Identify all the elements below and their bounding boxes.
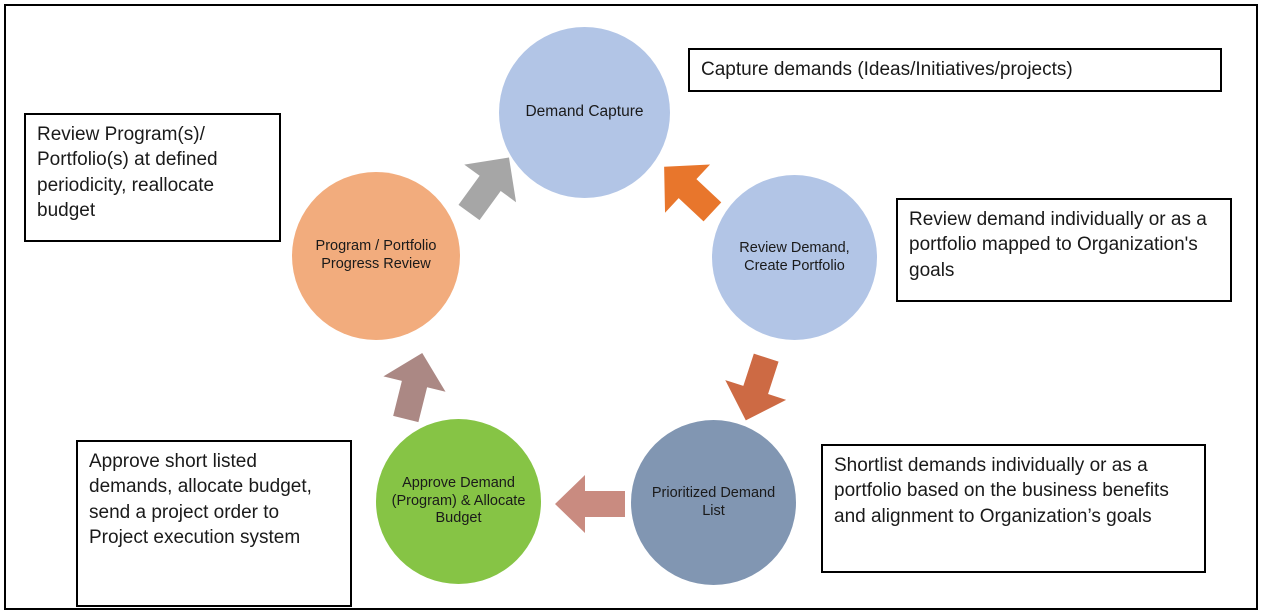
node-prioritized-demand-list[interactable]: Prioritized Demand List: [631, 420, 796, 585]
callout-program-portfolio-review: Review Program(s)/ Portfolio(s) at defin…: [24, 113, 281, 242]
node-review-demand-label: Review Demand, Create Portfolio: [739, 239, 850, 274]
callout-review-demand: Review demand individually or as a portf…: [896, 198, 1232, 302]
node-approve-demand-label: Approve Demand (Program) & Allocate Budg…: [391, 474, 526, 527]
node-program-portfolio-progress-review-label: Program / Portfolio Progress Review: [315, 238, 437, 272]
node-demand-capture[interactable]: Demand Capture: [499, 27, 670, 198]
arrow-capture-to-review: [664, 164, 722, 222]
node-demand-capture-label: Demand Capture: [525, 103, 644, 121]
arrow-program-to-capture: [458, 157, 517, 221]
callout-demand-capture-text: Capture demands (Ideas/Initiatives/proje…: [701, 58, 1073, 80]
node-program-portfolio-progress-review[interactable]: Program / Portfolio Progress Review: [292, 172, 460, 340]
callout-demand-capture: Capture demands (Ideas/Initiatives/proje…: [688, 48, 1222, 92]
arrow-prioritized-to-approve: [555, 475, 625, 533]
callout-approve-demand: Approve short listed demands, allocate b…: [76, 440, 352, 607]
node-prioritized-demand-list-label: Prioritized Demand List: [651, 484, 776, 519]
node-review-demand[interactable]: Review Demand, Create Portfolio: [712, 175, 877, 340]
callout-prioritized-demand-list: Shortlist demands individually or as a p…: [821, 444, 1206, 573]
node-approve-demand[interactable]: Approve Demand (Program) & Allocate Budg…: [376, 419, 541, 584]
arrow-approve-to-program: [383, 353, 446, 423]
arrow-review-to-prioritized: [725, 353, 787, 421]
